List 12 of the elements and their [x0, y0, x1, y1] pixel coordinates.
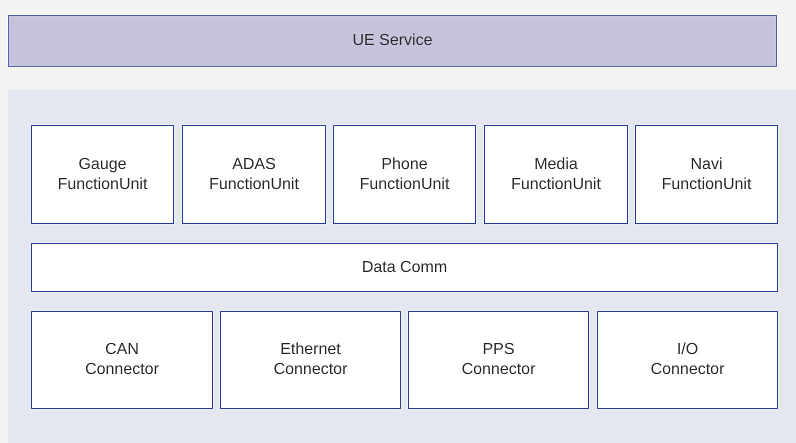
module-box: PPS Connector [408, 311, 589, 409]
module-box: CAN Connector [31, 311, 213, 409]
panel-background [8, 90, 796, 443]
module-box: Gauge FunctionUnit [31, 125, 174, 224]
module-box: ADAS FunctionUnit [182, 125, 326, 224]
layer-bar: Data Comm [31, 243, 778, 292]
module-box: Phone FunctionUnit [333, 125, 476, 224]
module-box: Navi FunctionUnit [635, 125, 778, 224]
module-box: I/O Connector [597, 311, 778, 409]
module-box: Media FunctionUnit [484, 125, 628, 224]
module-box: Ethernet Connector [220, 311, 401, 409]
layer-bar: UE Service [8, 15, 777, 67]
